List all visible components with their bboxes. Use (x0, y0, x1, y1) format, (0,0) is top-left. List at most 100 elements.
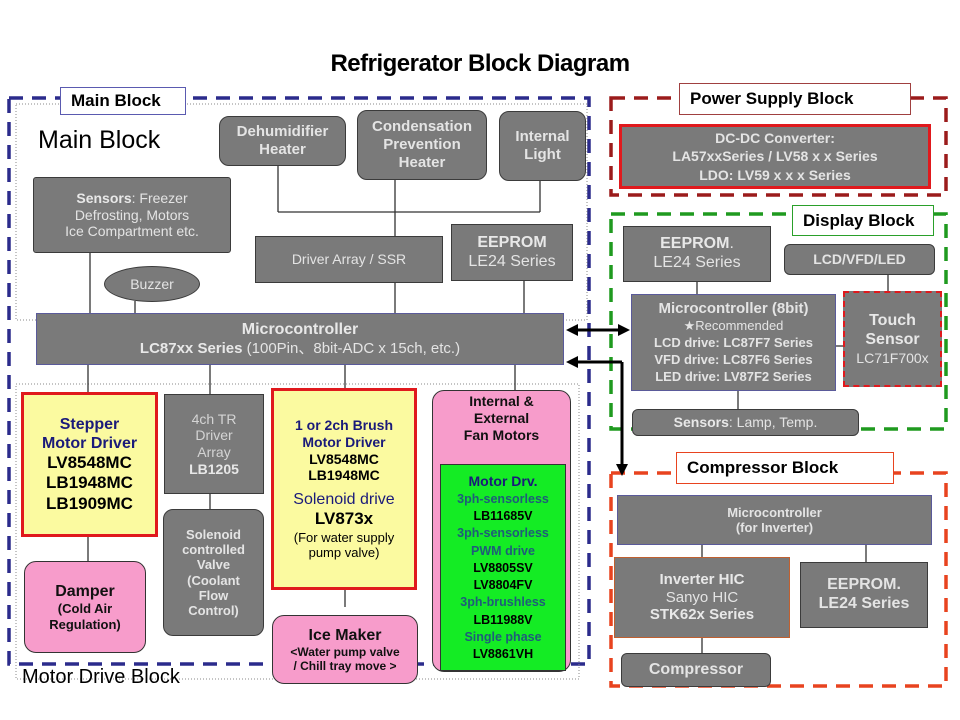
inverter-hic-series: STK62x Series (649, 606, 755, 624)
buzzer-text: Buzzer (130, 275, 174, 292)
damper-title: Damper (55, 582, 115, 600)
eeprom-series: LE24 Series (468, 252, 556, 270)
mcu-series-line: LC87xx Series (100Pin、8bit-ADC x 15ch, e… (140, 340, 460, 358)
fan-title: Internal & (469, 393, 534, 409)
brush-motor-driver-box: 1 or 2ch Brush Motor Driver LV8548MC LB1… (271, 388, 417, 590)
main-block-tab-text: Main Block (71, 91, 161, 110)
inverter-hic-box: Inverter HIC Sanyo HIC STK62x Series (614, 557, 790, 638)
motor-drv-category: PWM drive (471, 543, 535, 558)
ice-maker-sub: / Chill tray move > (293, 659, 397, 674)
motor-drv-category: Single phase (464, 629, 542, 644)
mcu-series-rest: (100Pin、8bit-ADC x 15ch, etc.) (242, 339, 461, 357)
main-block-heading: Main Block (38, 126, 161, 154)
display-block-label-text: Display Block (803, 210, 915, 230)
damper-sub: (Cold Air (57, 601, 113, 616)
sensors-bold: Sensors (76, 190, 132, 207)
stepper-part: LB1948MC (46, 473, 133, 493)
stepper-motor-driver-box: Stepper Motor Driver LV8548MC LB1948MC L… (21, 392, 158, 537)
motor-drv-category: 3ph-brushless (460, 595, 546, 610)
display-block-label: Display Block (792, 205, 934, 236)
display-eeprom-series: LE24 Series (653, 254, 741, 271)
main-eeprom-box: EEPROM LE24 Series (451, 224, 573, 281)
eeprom-title: EEPROM (477, 233, 547, 251)
inverter-hic-title: Inverter HIC (659, 570, 745, 588)
inverter-mcu-text: Microcontroller (727, 504, 822, 520)
solenoid-note: pump valve) (308, 545, 380, 561)
inverter-mcu-text: (for Inverter) (735, 520, 814, 535)
display-sensors-line: Sensors: Lamp, Temp. (674, 414, 818, 431)
touch-title: Touch (869, 311, 916, 329)
stepper-title-1: Stepper (59, 415, 120, 433)
compressor-block-label-text: Compressor Block (687, 458, 839, 477)
display-sensors-bold: Sensors (673, 414, 729, 431)
compressor-eeprom-box: EEPROM. LE24 Series (800, 562, 928, 628)
damper-box: Damper (Cold Air Regulation) (24, 561, 146, 653)
main-inner-frame (15, 103, 588, 321)
solenoid-valve-text: controlled (182, 541, 245, 557)
motor-drive-block-heading: Motor Drive Block (22, 666, 180, 688)
compressor-block-label: Compressor Block (676, 452, 894, 484)
solenoid-note: (For water supply (293, 529, 395, 545)
power-text: DC-DC Converter: (715, 130, 835, 147)
box-text: Light (524, 146, 561, 163)
arrow-head-left (566, 324, 578, 336)
solenoid-valve-text: (Coolant (187, 572, 240, 588)
main-block-tab-label: Main Block (60, 87, 186, 115)
internal-light-box: Internal Light (499, 111, 586, 181)
power-block-label-text: Power Supply Block (690, 89, 854, 108)
motor-drv-part: LB11685V (473, 509, 533, 524)
diagram-title: Refrigerator Block Diagram (330, 50, 630, 77)
ice-maker-sub: <Water pump valve (290, 644, 400, 659)
display-microcontroller-box: Microcontroller (8bit) ★Recommended LCD … (631, 294, 836, 391)
dc-dc-converter-box: DC-DC Converter: LA57xxSeries / LV58 x x… (619, 124, 931, 189)
brush-part: LV8548MC (309, 450, 379, 467)
display-mcu-title: Microcontroller (8bit) (658, 299, 809, 317)
fan-title: Fan Motors (463, 426, 540, 443)
display-sensors-rest: : Lamp, Temp. (728, 414, 818, 431)
sensors-line-1: Sensors: Freezer (76, 190, 187, 207)
box-text: Internal (515, 128, 570, 146)
brush-title-2: Motor Driver (302, 433, 386, 450)
motor-drv-part: LB11988V (473, 612, 533, 627)
solenoid-valve-text: Valve (196, 557, 231, 573)
box-text: Prevention (383, 136, 461, 154)
tr-array-text: 4ch TR (191, 410, 237, 427)
motor-drv-part: LV8804FV (473, 578, 533, 593)
power-block-label: Power Supply Block (679, 83, 911, 115)
dehumidifier-heater-box: Dehumidifier Heater (219, 116, 346, 166)
display-mcu-line: LCD drive: LC87F7 Series (654, 335, 813, 351)
recommended-text: ★Recommended (683, 318, 784, 334)
arrow-head-right (618, 324, 630, 336)
stepper-title-2: Motor Driver (41, 434, 138, 452)
arrow-head-down (616, 464, 628, 476)
box-text: Heater (398, 153, 446, 171)
stepper-part: LV8548MC (47, 453, 132, 473)
condensation-heater-box: Condensation Prevention Heater (357, 110, 487, 180)
arrow-head-left-2 (566, 356, 578, 368)
motor-drv-part: LV8805SV (473, 560, 533, 575)
box-text: Dehumidifier (236, 123, 329, 141)
solenoid-valve-text: Flow (198, 587, 229, 603)
box-text: Condensation (372, 118, 472, 136)
motor-drv-category: 3ph-sensorless (457, 491, 549, 506)
display-sensors-box: Sensors: Lamp, Temp. (632, 409, 859, 436)
solenoid-valve-text: Solenoid (186, 526, 241, 542)
compressor-eeprom-title: EEPROM. (827, 576, 901, 594)
lcd-vfd-led-box: LCD/VFD/LED (784, 244, 935, 275)
fan-title: External (473, 409, 530, 426)
tr-array-text: Array (197, 444, 231, 460)
buzzer-ellipse: Buzzer (104, 266, 200, 302)
sensors-line-2: Defrosting, Motors (74, 206, 190, 223)
tr-array-text: Driver (195, 427, 233, 444)
compressor-box: Compressor (621, 653, 771, 687)
driver-array-box: Driver Array / SSR (255, 236, 443, 283)
display-eeprom-title: EEPROM. (660, 235, 734, 254)
ice-maker-box: Ice Maker <Water pump valve / Chill tray… (272, 615, 418, 684)
display-eeprom-dot: . (729, 235, 734, 253)
mcu-title: Microcontroller (241, 320, 359, 338)
stepper-part: LB1909MC (46, 493, 133, 513)
box-text: Heater (259, 141, 306, 158)
sensors-box: Sensors: Freezer Defrosting, Motors Ice … (33, 177, 231, 253)
motor-drv-category: 3ph-sensorless (457, 526, 549, 541)
display-eeprom-bold: EEPROM (660, 235, 730, 253)
